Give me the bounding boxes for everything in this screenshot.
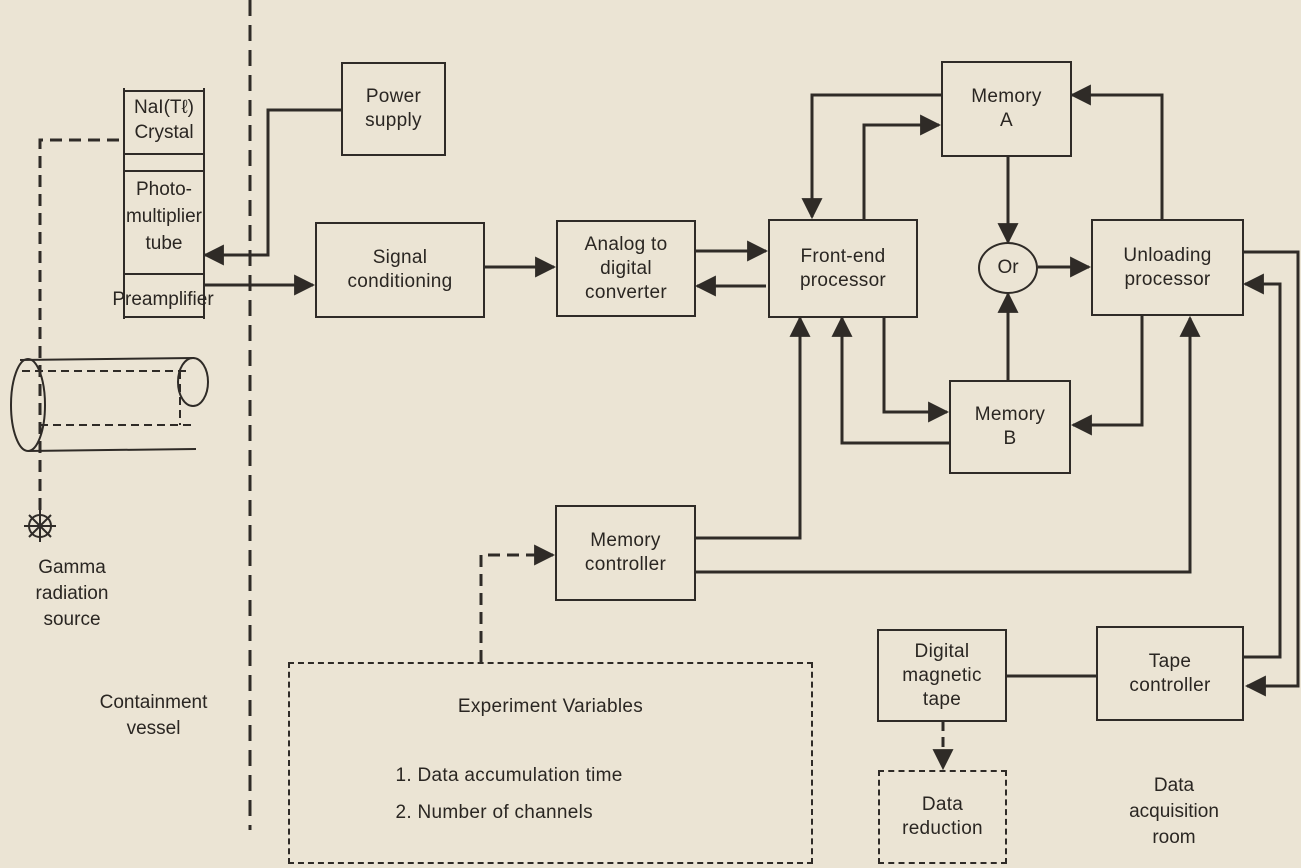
power-supply-label-2: supply: [365, 110, 422, 131]
unloading-to-memA: [1069, 84, 1164, 219]
containment-label-2: vessel: [126, 718, 181, 739]
signal-conditioning-block: Signal conditioning: [315, 222, 485, 318]
power-supply-block: Power supply: [341, 62, 446, 156]
crystal-label-2: Crystal: [134, 122, 194, 143]
unloading-label-2: processor: [1124, 268, 1211, 290]
memctrl-to-frontend: [696, 315, 811, 540]
pmt-label-1: Photo-: [136, 179, 192, 200]
data-acquisition-room-label: Data acquisition room: [1094, 773, 1254, 851]
digital-magnetic-tape-block: Digital magnetic tape: [877, 629, 1007, 722]
adc-label-1: Analog to: [584, 233, 668, 255]
unloading-label-1: Unloading: [1123, 244, 1212, 266]
experiment-item-1: 1. Data accumulation time: [395, 765, 623, 786]
front-end-label-2: processor: [799, 269, 887, 291]
gamma-source-label-1: Gamma: [38, 557, 106, 578]
gamma-source-label-2: radiation: [35, 583, 109, 604]
acquisition-label-3: room: [1152, 827, 1196, 848]
frontend-to-memB: [882, 316, 950, 423]
memory-controller-label-2: controller: [584, 554, 667, 575]
memory-controller-label-1: Memory: [590, 530, 661, 551]
tape-controller-label-2: controller: [1129, 674, 1211, 696]
power-line: [202, 108, 341, 266]
memory-b-label-1: Memory: [974, 404, 1046, 425]
radiation-source-icon: [24, 510, 56, 542]
tape-controller-label-1: Tape: [1148, 650, 1192, 672]
pmt-label-2: multiplier: [125, 206, 203, 227]
memctrl-to-unloading: [696, 315, 1201, 574]
acquisition-label-1: Data: [1153, 775, 1195, 796]
signal-conditioning-label-2: conditioning: [347, 271, 453, 292]
unloading-to-memB: [1070, 316, 1144, 436]
tape-controller-block: Tape controller: [1096, 626, 1244, 721]
memory-a-label-1: Memory: [971, 86, 1042, 107]
digital-tape-label-1: Digital: [914, 640, 970, 662]
data-reduction-label-1: Data: [921, 794, 964, 815]
unloading-processor-block: Unloading processor: [1091, 219, 1244, 316]
adc-block: Analog to digital converter: [556, 220, 696, 317]
memory-controller-block: Memory controller: [555, 505, 696, 601]
unloading-to-tape: [1243, 250, 1300, 697]
containment-vessel-label: Containment vessel: [66, 690, 241, 742]
experiment-to-memctrl: [479, 544, 556, 662]
power-supply-label-1: Power: [365, 86, 422, 107]
experiment-variables-box: Experiment Variables 1. Data accumulatio…: [288, 662, 813, 864]
memory-b-label-2: B: [1003, 428, 1017, 449]
data-reduction-block: Data reduction: [878, 770, 1007, 864]
front-end-label-1: Front-end: [800, 245, 886, 267]
gamma-source-label-3: source: [43, 609, 101, 630]
memory-a-block: Memory A: [941, 61, 1072, 157]
memory-a-label-2: A: [1000, 110, 1013, 131]
frontend-to-memA: [862, 114, 942, 219]
pipe-icon: [10, 357, 209, 452]
preamplifier-label: Preamplifier: [112, 289, 214, 310]
gamma-path: [38, 138, 123, 510]
memory-b-block: Memory B: [949, 380, 1071, 474]
gamma-source-label: Gamma radiation source: [0, 555, 144, 633]
memB-to-frontend: [831, 315, 949, 445]
digital-tape-label-3: tape: [922, 688, 962, 710]
experiment-variables-title: Experiment Variables: [457, 696, 644, 717]
crystal-label-1: NaI(Tℓ): [134, 97, 194, 118]
adc-label-3: converter: [585, 281, 667, 303]
experiment-item-2: 2. Number of channels: [395, 802, 593, 823]
digital-tape-label-2: magnetic: [902, 664, 982, 686]
signal-conditioning-label-1: Signal: [372, 247, 428, 268]
containment-label-1: Containment: [99, 692, 208, 713]
front-end-processor-block: Front-end processor: [768, 219, 918, 318]
pmt-label-3: tube: [145, 233, 183, 254]
adc-label-2: digital: [600, 257, 652, 279]
data-reduction-label-2: reduction: [902, 818, 983, 839]
acquisition-label-2: acquisition: [1129, 801, 1219, 822]
detector-stack: NaI(Tℓ) Crystal Photo- multiplier tube: [123, 88, 205, 319]
or-gate: Or: [978, 242, 1038, 294]
memA-to-frontend: [801, 93, 941, 220]
tape-to-unloading: [1242, 273, 1282, 659]
